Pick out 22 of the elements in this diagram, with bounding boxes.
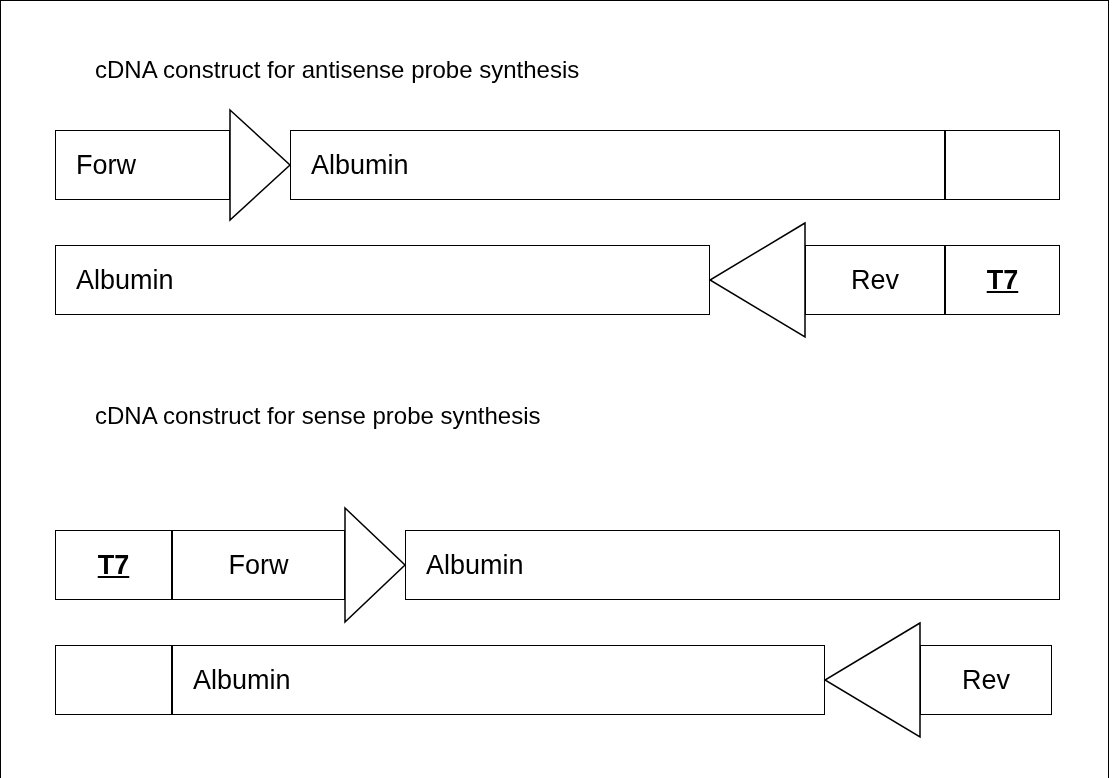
segment-label: Albumin [76,263,174,297]
primer-arrow [344,506,407,624]
segment-label: T7 [986,263,1019,297]
segment-label: T7 [97,548,130,582]
segment-label: Albumin [193,663,291,697]
segment-box [945,245,1060,315]
primer-arrow [823,621,921,739]
segment-box [805,245,945,315]
primer-arrow [708,221,806,339]
segment-label: Rev [962,663,1010,697]
segment-label: Albumin [426,548,524,582]
segment-box [55,530,172,600]
segment-box [920,645,1052,715]
primer-arrow [229,108,292,222]
segment-box [172,530,345,600]
segment-label: Rev [851,263,899,297]
segment-label: Albumin [311,148,409,182]
segment-label: Forw [228,548,289,582]
segment-label: Forw [76,148,136,182]
section-heading: cDNA construct for sense probe synthesis [95,401,541,431]
section-heading: cDNA construct for antisense probe synthesis [95,55,580,85]
segment-box [55,130,230,200]
